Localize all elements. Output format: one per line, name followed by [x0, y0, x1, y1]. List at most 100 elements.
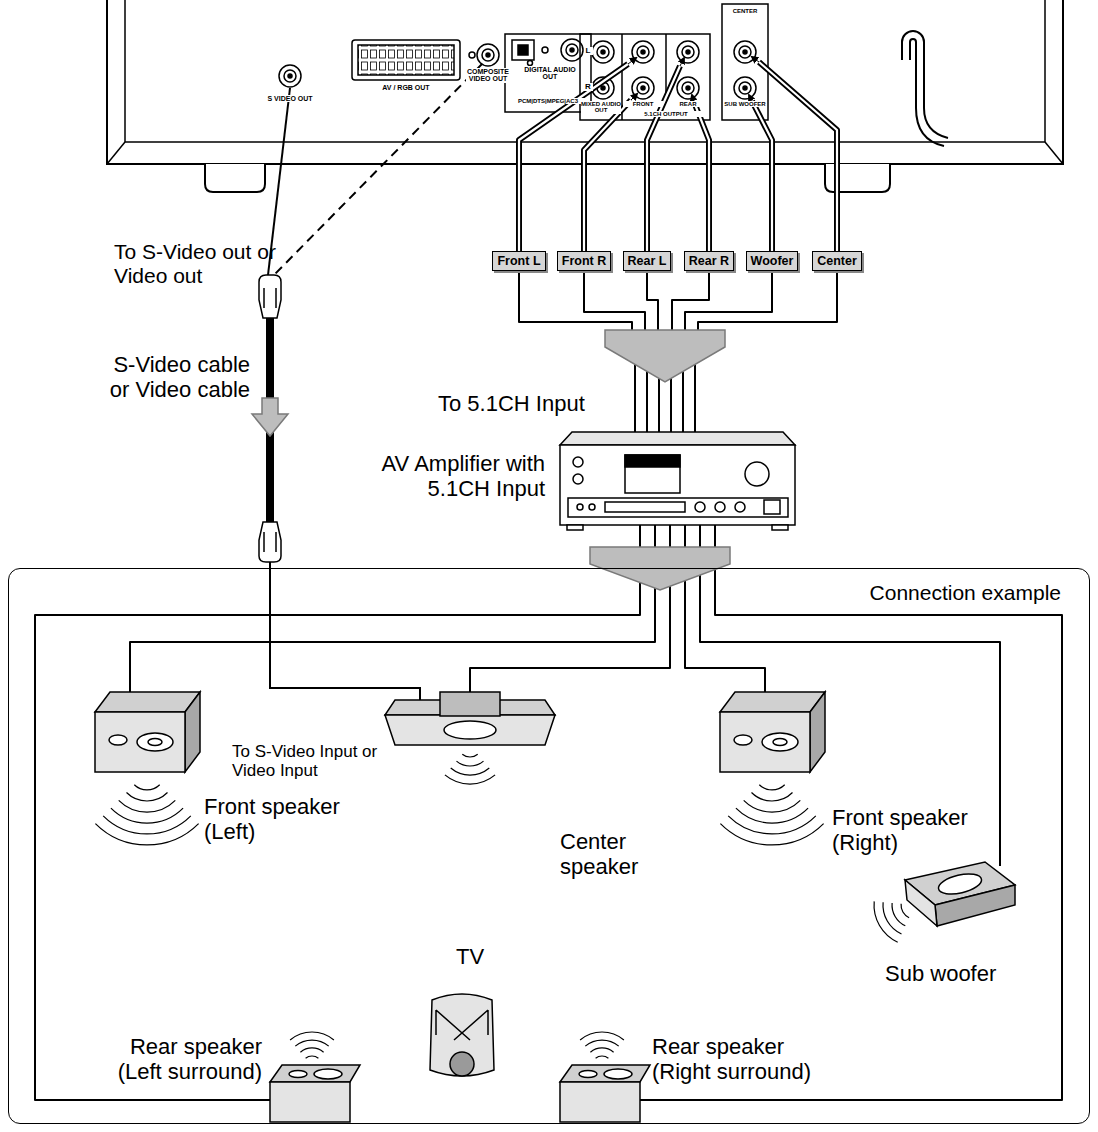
av-amplifier — [772, 525, 788, 530]
sound-wave — [306, 1056, 319, 1058]
cable-label-box: Center — [812, 251, 862, 271]
rear-right-speaker — [560, 1065, 650, 1082]
audio-cables-top — [752, 57, 759, 62]
listener — [430, 994, 494, 1076]
cable-label: Woofer — [751, 254, 794, 268]
sound-wave — [119, 800, 176, 812]
rear-left-speaker — [289, 1071, 307, 1078]
video-cable — [275, 288, 277, 308]
audio-cables-top — [752, 101, 772, 252]
audio-cables-top — [519, 62, 837, 252]
av-amplifier — [577, 504, 583, 510]
video-cable — [275, 532, 277, 552]
cable-label-box: Woofer — [746, 251, 799, 271]
audio-cables-top — [519, 57, 837, 252]
dvd-player — [107, 142, 125, 164]
listener — [436, 1010, 488, 1040]
rear-left-speaker — [314, 1069, 342, 1079]
av-amplifier — [568, 498, 788, 517]
rear-panel — [512, 40, 534, 60]
cable-label-box: Rear R — [684, 251, 734, 271]
video-cable — [270, 562, 420, 700]
dvd-player — [205, 164, 265, 192]
audio-cables-top — [631, 94, 637, 100]
rear-panel — [734, 77, 756, 99]
av-amplifier — [745, 462, 769, 486]
cable-label: Center — [817, 254, 857, 268]
front-left-speaker — [148, 739, 162, 746]
callout-label: To S-Video Input or Video Input — [232, 742, 382, 780]
sound-wave — [457, 761, 484, 766]
cable-label: Rear L — [628, 254, 667, 268]
cable-label: Front L — [497, 254, 540, 268]
rear-panel — [352, 40, 460, 80]
rear-panel — [358, 45, 454, 75]
av-amplifier — [605, 502, 685, 512]
sound-wave — [451, 768, 490, 775]
rear-panel — [279, 4, 768, 120]
panel-label: REAR — [668, 101, 708, 107]
panel-label: L — [584, 47, 593, 55]
callout-label: S-Video cable or Video cable — [90, 353, 250, 402]
sound-wave — [95, 824, 198, 845]
audio-cables-top — [647, 66, 680, 252]
av-amplifier — [567, 525, 583, 530]
rear-panel — [528, 61, 533, 66]
rear-panel — [592, 41, 614, 63]
front-right-speaker — [810, 692, 825, 772]
audio-cables-top — [752, 101, 772, 252]
dvd-player — [107, 0, 1063, 164]
video-cable — [263, 288, 265, 308]
sound-wave — [300, 1048, 323, 1052]
sound-wave — [103, 816, 191, 834]
panel-label: PCM|DTS|MPEG|AC3 — [506, 98, 590, 104]
audio-cables-top — [584, 100, 631, 252]
rear-panel — [677, 41, 699, 63]
sound-wave — [883, 902, 902, 934]
sound-wave — [901, 904, 909, 918]
sound-wave — [590, 1048, 613, 1052]
rear-left-speaker — [270, 1065, 360, 1122]
cable-label-box: Front R — [557, 251, 611, 271]
front-left-speaker — [137, 733, 173, 751]
callout-label: Rear speaker (Left surround) — [94, 1035, 262, 1084]
speaker-wires — [700, 525, 1000, 866]
audio-cables-top — [759, 62, 837, 252]
rear-panel — [677, 77, 699, 99]
callout-label: To S-Video out or Video out — [114, 240, 279, 287]
av-amplifier — [573, 457, 583, 467]
front-left-speaker — [109, 735, 127, 745]
center-speaker-tv — [444, 721, 496, 739]
rear-panel — [632, 41, 654, 63]
panel-label: FRONT — [623, 101, 663, 107]
av-amplifier — [573, 474, 583, 484]
audio-cables-top — [519, 64, 628, 252]
sub-woofer — [905, 880, 937, 926]
sound-wave — [874, 901, 898, 942]
callout-label: To 5.1CH Input — [438, 392, 585, 417]
panel-label: S VIDEO OUT — [265, 95, 315, 102]
input-arrow — [605, 330, 725, 382]
av-amplifier — [735, 502, 745, 512]
rear-panel — [518, 45, 528, 55]
callout-label: AV Amplifier with 5.1CH Input — [379, 452, 545, 501]
sound-wave — [752, 793, 793, 801]
av-amplifier — [560, 432, 795, 445]
region-heading: Connection example — [870, 581, 1061, 605]
sound-wave — [720, 824, 823, 845]
panel-label: 5.1CH OUTPUT — [626, 111, 706, 117]
listener — [450, 1052, 474, 1076]
video-cable — [252, 398, 288, 436]
dvd-player — [910, 39, 944, 146]
speaker-wires — [640, 525, 1062, 1100]
speaker-wires — [35, 525, 640, 1100]
sound-wave — [445, 775, 495, 784]
rear-panel — [477, 44, 499, 66]
cable-label-box: Rear L — [623, 251, 672, 271]
sound-wave — [892, 903, 905, 926]
audio-cables-top — [584, 100, 631, 252]
av-amplifier — [625, 455, 680, 467]
audio-cables-top — [647, 66, 680, 252]
speakers — [95, 692, 1015, 1122]
